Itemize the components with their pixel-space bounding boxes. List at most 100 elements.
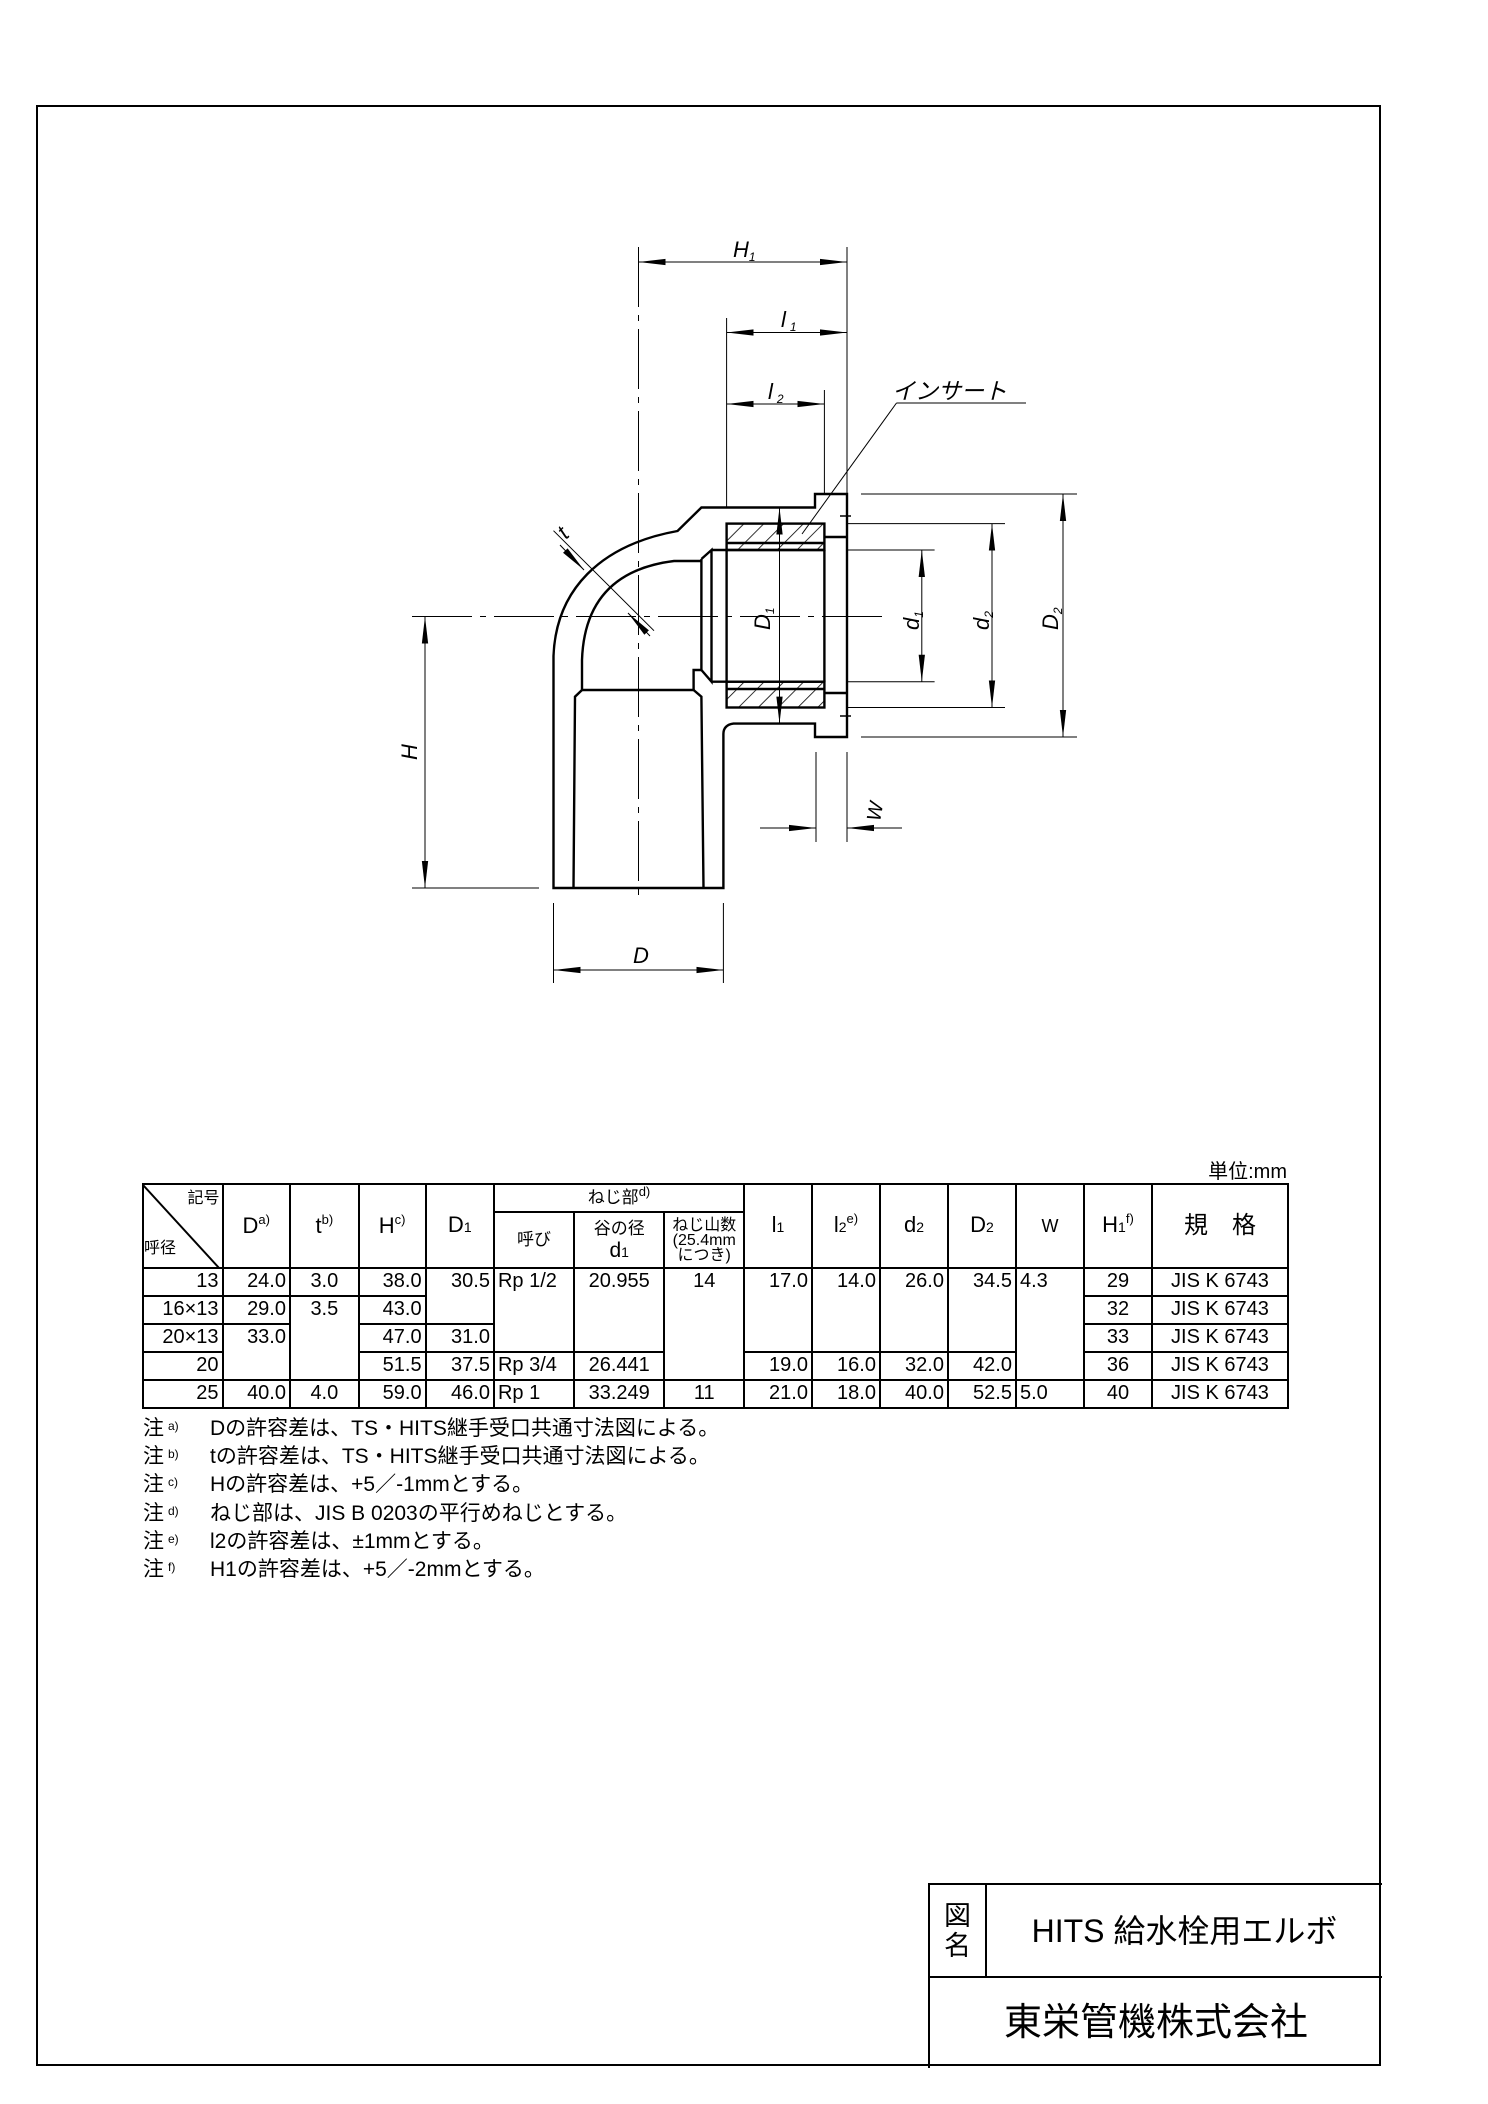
cell-standard: JIS K 6743 (1150, 1267, 1289, 1297)
cell-H1: 36 (1082, 1351, 1153, 1381)
cell-d2: 32.0 (878, 1351, 949, 1381)
cell-size: 16×13 (142, 1295, 224, 1325)
cell-standard: JIS K 6743 (1150, 1295, 1289, 1325)
cell-D2: 42.0 (946, 1351, 1017, 1381)
header-D1: D1 (424, 1183, 495, 1269)
table-row: 25 40.0 4.0 59.0 46.0 Rp 1 33.249 11 21.… (142, 1379, 1289, 1409)
cell-l2: 18.0 (810, 1379, 881, 1409)
elbow-body-outline (552, 492, 849, 890)
dimension-table: 記号 呼径 Da) tb) Hc) D1 ねじ部d) l1 l2e) d2 D2… (142, 1183, 1289, 1409)
cell-standard: JIS K 6743 (1150, 1351, 1289, 1381)
cell-d2: 26.0 (878, 1267, 949, 1353)
label-W: W (863, 798, 888, 823)
cell-l1: 19.0 (742, 1351, 813, 1381)
cell-H1: 32 (1082, 1295, 1153, 1325)
header-nominal: 呼び (492, 1211, 575, 1269)
header-nominal-size: 呼径 (144, 1240, 177, 1257)
label-insert: インサート (892, 378, 1007, 404)
cell-D1: 37.5 (424, 1351, 495, 1381)
cell-H: 43.0 (357, 1295, 427, 1325)
table-row: 20 51.5 37.5 Rp 3/4 26.441 19.0 16.0 32.… (142, 1351, 1289, 1381)
header-H1: H1f) (1082, 1183, 1153, 1269)
drawing-name: HITS 給水栓用エルボ (987, 1885, 1382, 1978)
cell-D: 40.0 (221, 1379, 291, 1409)
header-t: tb) (289, 1183, 360, 1269)
cell-W: 5.0 (1014, 1379, 1085, 1409)
cell-H: 59.0 (357, 1379, 427, 1409)
cell-root-dia: 20.955 (572, 1267, 666, 1353)
header-d2: d2 (878, 1183, 949, 1269)
cell-nominal: Rp 3/4 (492, 1351, 575, 1381)
table-row: 16×13 29.0 3.5 43.0 32 JIS K 6743 (142, 1295, 1289, 1381)
cell-size: 20×13 (142, 1323, 224, 1353)
cell-size: 20 (142, 1351, 224, 1381)
cell-l2: 14.0 (810, 1267, 881, 1353)
cell-l1: 17.0 (742, 1267, 813, 1353)
cell-H1: 29 (1082, 1267, 1153, 1297)
cell-D: 33.0 (221, 1323, 291, 1381)
cell-t: 4.0 (289, 1379, 360, 1409)
cell-l2: 16.0 (810, 1351, 881, 1381)
cell-nominal: Rp 1 (492, 1379, 575, 1409)
cell-W: 4.3 (1014, 1267, 1085, 1381)
cell-D: 24.0 (221, 1267, 291, 1297)
cell-t: 3.5 (289, 1295, 360, 1381)
header-symbol: 記号 (187, 1190, 220, 1207)
cell-size: 25 (142, 1379, 224, 1409)
label-D2: D2 (1038, 607, 1065, 630)
cell-tpi: 11 (663, 1379, 745, 1409)
cell-standard: JIS K 6743 (1150, 1323, 1289, 1353)
table-row: 13 24.0 3.0 38.0 30.5 Rp 1/2 20.955 14 1… (142, 1267, 1289, 1381)
cell-H1: 33 (1082, 1323, 1153, 1353)
cell-t: 3.0 (289, 1267, 360, 1297)
cell-H: 51.5 (357, 1351, 427, 1381)
sheet-border (36, 105, 1381, 2066)
cell-d2: 40.0 (878, 1379, 949, 1409)
header-D2: D2 (946, 1183, 1017, 1269)
diagonal-line (142, 1185, 221, 1269)
cell-root-dia: 26.441 (572, 1351, 666, 1381)
header-H: Hc) (357, 1183, 427, 1269)
company-name: 東栄管機株式会社 (1003, 2002, 1308, 2044)
cell-standard: JIS K 6743 (1150, 1379, 1289, 1409)
cell-D2: 34.5 (946, 1267, 1017, 1353)
header-corner: 記号 呼径 (142, 1183, 224, 1269)
cell-H: 38.0 (357, 1267, 427, 1297)
cell-size: 13 (142, 1267, 224, 1297)
unit-label: 単位:mm (1208, 1161, 1287, 1183)
header-thread: ねじ部d) (492, 1183, 745, 1213)
header-W: W (1014, 1183, 1085, 1269)
label-D: D (633, 943, 649, 968)
cell-nominal: Rp 1/2 (492, 1267, 575, 1353)
header-D: Da) (221, 1183, 291, 1269)
title-block: 図名 HITS 給水栓用エルボ 東栄管機株式会社 (928, 1883, 1382, 2068)
centerlines (412, 247, 887, 900)
cell-H: 47.0 (357, 1323, 427, 1353)
label-H1: H1 (733, 237, 756, 264)
cell-D2: 52.5 (946, 1379, 1017, 1409)
drawing-name-label: 図名 (930, 1885, 987, 1978)
label-d2: d2 (969, 611, 996, 630)
elbow-drawing: H1 l1 l2 インサート t D1 d1 d2 D2 H D W (397, 237, 1077, 983)
cell-D1: 31.0 (424, 1323, 495, 1353)
cell-D1: 46.0 (424, 1379, 495, 1409)
cell-D1: 30.5 (424, 1267, 495, 1325)
cell-root-dia: 33.249 (572, 1379, 666, 1409)
label-d1: d1 (899, 611, 926, 630)
cell-l1: 21.0 (742, 1379, 813, 1409)
header-l2: l2e) (810, 1183, 881, 1269)
dimension-lines (412, 247, 1077, 983)
